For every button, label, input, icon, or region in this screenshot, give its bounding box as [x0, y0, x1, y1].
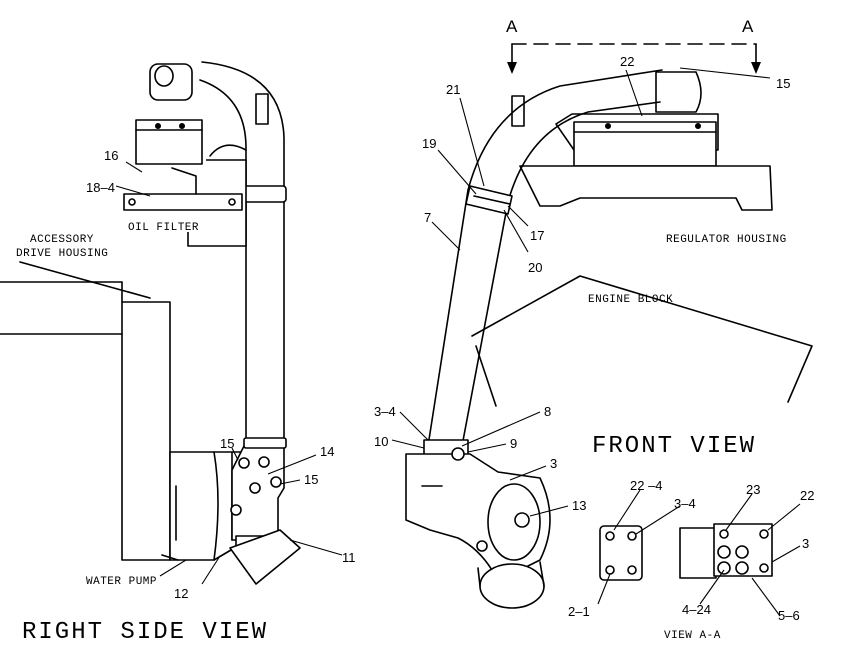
engine-block-caption: ENGINE BLOCK [588, 294, 673, 306]
captions: OIL FILTER ACCESSORY DRIVE HOUSING WATER… [16, 222, 787, 588]
regulator-housing-caption: REGULATOR HOUSING [666, 234, 787, 246]
main-pipe [427, 69, 663, 447]
vertical-tube [149, 61, 287, 449]
regulator-housing [511, 71, 773, 211]
callout-21: 21 [446, 82, 460, 97]
oil-filter-caption: OIL FILTER [128, 222, 199, 234]
water-pump-caption: WATER PUMP [86, 576, 157, 588]
callout-2-1: 2–1 [568, 604, 590, 619]
callout-18-4: 18–4 [86, 180, 115, 195]
callout-5-6: 5–6 [778, 608, 800, 623]
callout-9: 9 [510, 436, 517, 451]
callout-3-4-front: 3–4 [374, 404, 396, 419]
bottom-elbow [229, 445, 301, 585]
callout-10: 10 [374, 434, 388, 449]
right-side-view [0, 61, 301, 585]
section-marks: A A [506, 17, 754, 36]
section-mark-right: A [742, 17, 754, 36]
callout-15-front: 15 [776, 76, 790, 91]
callout-3-4-aa: 3–4 [674, 496, 696, 511]
right-side-view-title: RIGHT SIDE VIEW [22, 619, 268, 646]
callout-22: 22 [620, 54, 634, 69]
callout-15-a: 15 [220, 436, 234, 451]
callout-20: 20 [528, 260, 542, 275]
callout-19: 19 [422, 136, 436, 151]
accessory-caption-line1: ACCESSORY [30, 234, 94, 246]
front-view [405, 43, 813, 609]
view-a-a [599, 523, 773, 581]
callout-17: 17 [530, 228, 544, 243]
leader-lines [115, 67, 801, 617]
callout-7: 7 [424, 210, 431, 225]
view-titles: RIGHT SIDE VIEW FRONT VIEW VIEW A-A [22, 433, 756, 646]
front-view-title: FRONT VIEW [592, 433, 756, 460]
callouts-right-side: 16 18–4 15 14 15 11 12 [86, 148, 356, 601]
callout-13: 13 [572, 498, 586, 513]
callout-22-4: 22 –4 [630, 478, 663, 493]
callouts-front: 22 15 21 19 7 17 20 3–4 8 10 9 3 13 [374, 54, 790, 513]
callout-14: 14 [320, 444, 334, 459]
accessory-drive-housing [0, 261, 171, 561]
engine-block [471, 275, 813, 407]
callout-4-24: 4–24 [682, 602, 711, 617]
callout-12: 12 [174, 586, 188, 601]
cover-plate [599, 525, 643, 581]
callout-16: 16 [104, 148, 118, 163]
lower-elbow [405, 439, 551, 609]
callout-3-front: 3 [550, 456, 557, 471]
callout-11: 11 [342, 550, 356, 565]
side-housing [679, 523, 773, 579]
callout-3-aa: 3 [802, 536, 809, 551]
section-line-a-a [507, 43, 761, 74]
callouts-view-a-a: 22 –4 3–4 2–1 23 22 3 4–24 5–6 [568, 478, 814, 623]
accessory-caption-line2: DRIVE HOUSING [16, 248, 108, 260]
callout-8: 8 [544, 404, 551, 419]
callout-23: 23 [746, 482, 760, 497]
oil-filter [123, 119, 247, 247]
view-a-a-title: VIEW A-A [664, 630, 721, 642]
section-mark-left: A [506, 17, 518, 36]
callout-22-aa: 22 [800, 488, 814, 503]
callout-15-b: 15 [304, 472, 318, 487]
